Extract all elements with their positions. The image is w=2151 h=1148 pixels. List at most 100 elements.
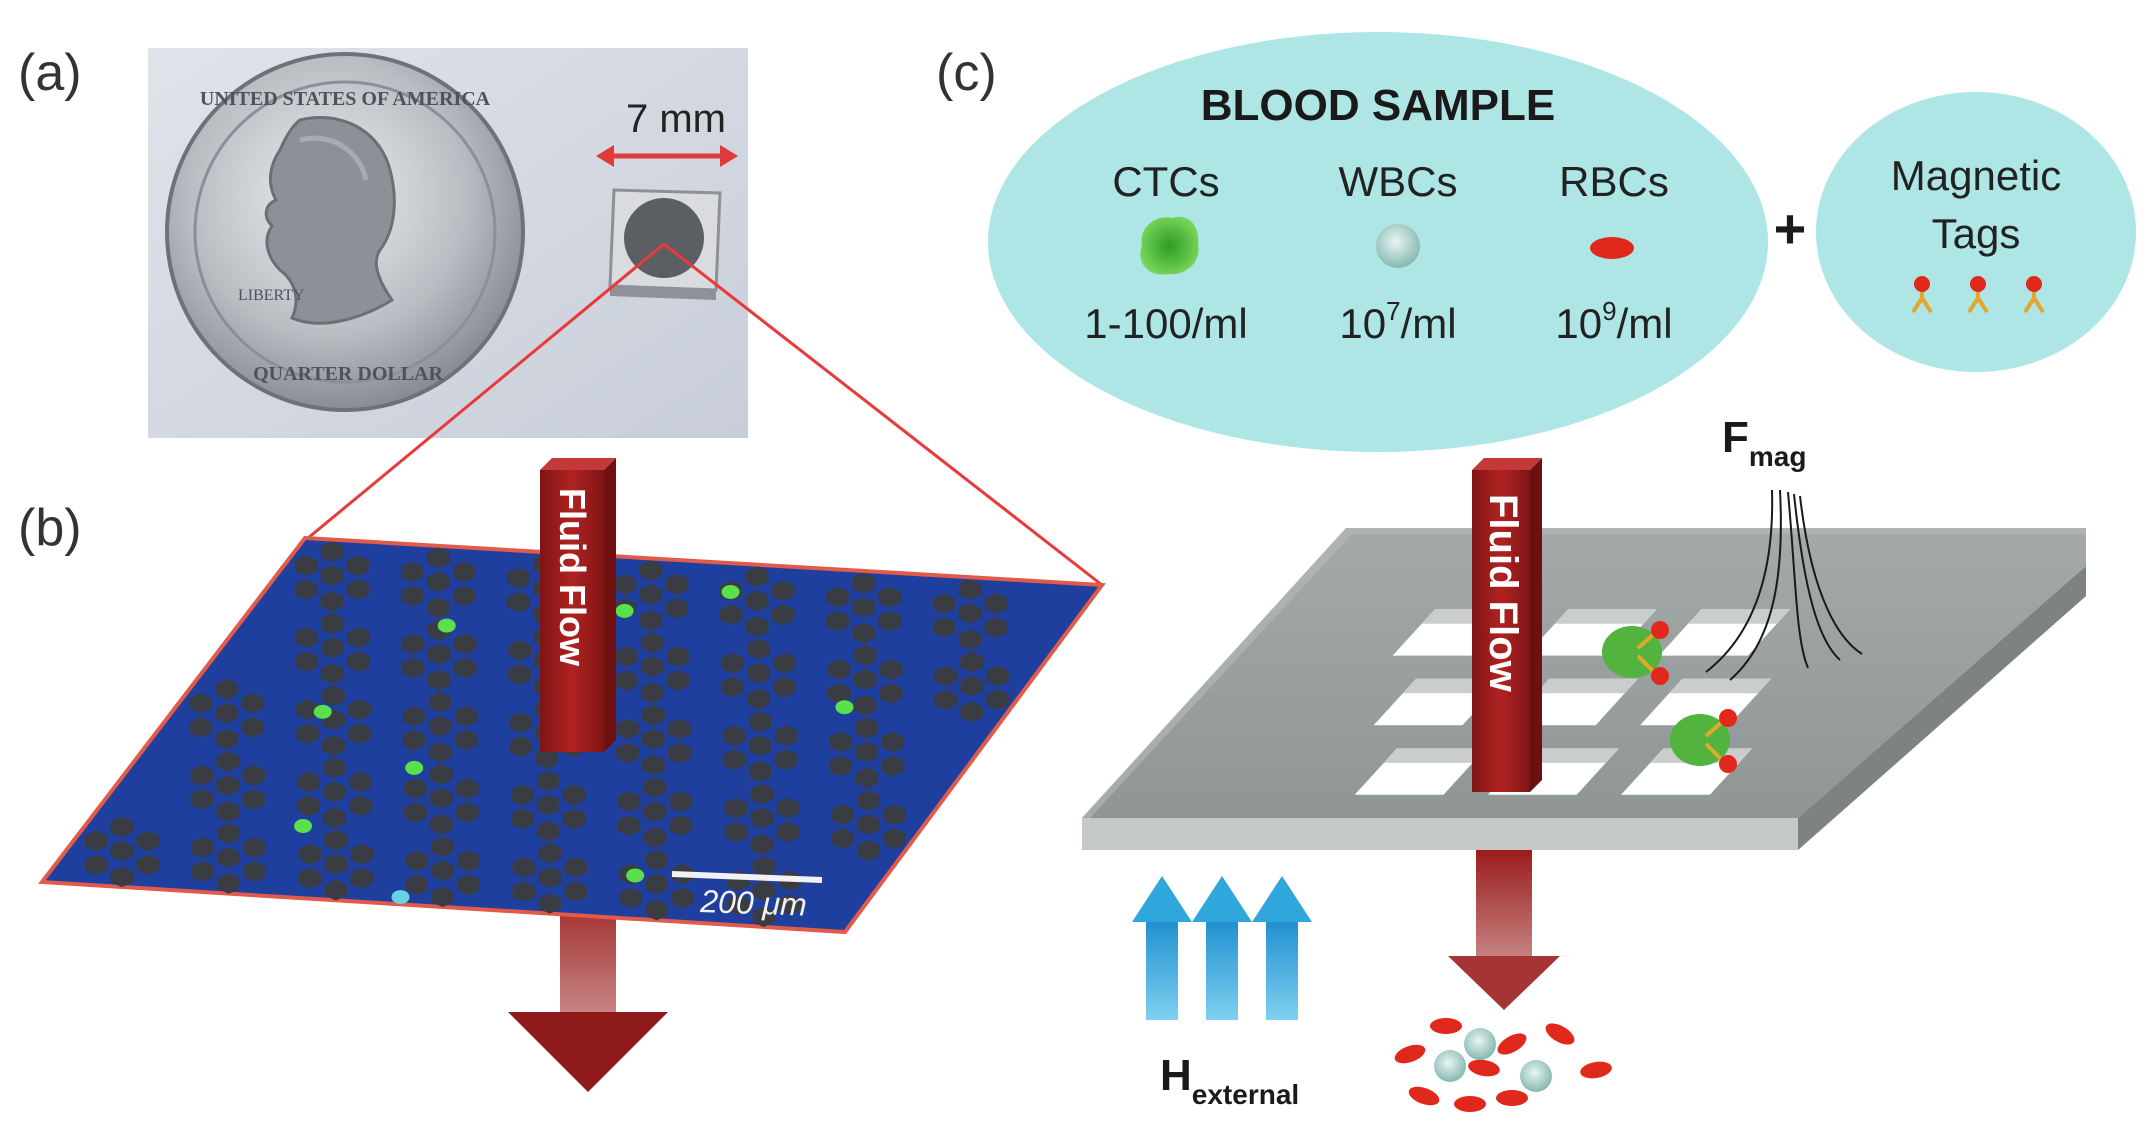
micro-hex bbox=[724, 797, 748, 819]
micro-hex bbox=[323, 757, 346, 779]
micro-hex bbox=[508, 664, 531, 685]
micro-hex bbox=[748, 735, 772, 756]
micro-hex bbox=[748, 761, 772, 782]
micro-hex bbox=[322, 735, 345, 757]
micro-hex bbox=[747, 662, 770, 684]
micro-hex bbox=[932, 617, 956, 638]
micro-hex bbox=[349, 771, 372, 793]
micro-hex bbox=[431, 860, 454, 882]
micro-hex bbox=[666, 646, 690, 668]
scale-7mm bbox=[596, 145, 738, 167]
micro-hex bbox=[84, 854, 108, 876]
micro-hex bbox=[960, 701, 983, 723]
micro-hex bbox=[456, 802, 479, 823]
micro-hex bbox=[774, 725, 798, 746]
micrograph-pattern bbox=[84, 541, 1009, 928]
micro-hex bbox=[776, 821, 800, 843]
micro-hex bbox=[857, 790, 880, 811]
micro-hex bbox=[456, 778, 479, 799]
cell-name-ctc: CTCs bbox=[1112, 158, 1219, 205]
cell-count-ctc: 1-100/ml bbox=[1084, 300, 1247, 347]
coin-photo: UNITED STATES OF AMERICA LIBERTY QUARTER… bbox=[148, 48, 748, 438]
micro-hex bbox=[136, 830, 160, 852]
micro-hex bbox=[640, 632, 664, 654]
magnetic-force-lines bbox=[1705, 489, 1863, 681]
micro-hex bbox=[136, 854, 160, 876]
flow-arrow-b: Fluid Flow bbox=[540, 458, 616, 752]
micro-hex bbox=[350, 843, 373, 865]
micro-hex bbox=[427, 643, 451, 665]
filtered-rbc bbox=[1468, 1059, 1500, 1077]
micro-hex bbox=[298, 843, 321, 865]
micro-hex bbox=[349, 795, 372, 817]
micro-hex bbox=[538, 867, 561, 888]
micro-hex bbox=[536, 770, 560, 792]
micro-hex bbox=[878, 610, 901, 632]
micro-hex bbox=[404, 778, 427, 799]
filtered-rbc bbox=[1430, 1018, 1462, 1034]
f-mag-label: Fmag bbox=[1722, 413, 1806, 472]
micro-hex bbox=[960, 675, 983, 697]
micro-hex bbox=[427, 547, 450, 569]
micro-hex bbox=[639, 610, 663, 631]
coin-text-bottom: QUARTER DOLLAR bbox=[253, 363, 443, 385]
micro-hex bbox=[296, 699, 319, 721]
micro-hex bbox=[241, 716, 265, 738]
micro-hex bbox=[748, 711, 772, 732]
micro-hex bbox=[668, 718, 691, 740]
micro-hex bbox=[772, 604, 795, 626]
micro-hex bbox=[431, 836, 454, 858]
micro-hex bbox=[671, 887, 694, 909]
micro-hex bbox=[401, 657, 425, 679]
micro-hex bbox=[645, 849, 668, 871]
scale-label-7mm: 7 mm bbox=[626, 97, 726, 141]
micro-hex bbox=[645, 873, 668, 895]
cell-name-rbc: RBCs bbox=[1559, 158, 1669, 205]
micro-hex bbox=[512, 881, 535, 902]
filtered-rbc bbox=[1580, 1061, 1612, 1079]
micro-hex bbox=[643, 777, 667, 798]
micro-hex bbox=[750, 807, 774, 829]
micro-hex bbox=[350, 867, 373, 889]
micro-hex bbox=[320, 565, 344, 586]
micro-hex bbox=[879, 683, 903, 704]
micro-hex bbox=[535, 748, 559, 769]
pore-wall bbox=[1688, 609, 1791, 624]
micro-hex bbox=[294, 579, 318, 600]
micro-hex bbox=[404, 802, 427, 823]
micro-hex bbox=[190, 788, 213, 810]
micro-hex bbox=[536, 820, 560, 842]
micro-hex bbox=[617, 815, 641, 836]
micro-hex bbox=[855, 767, 879, 789]
micro-hex bbox=[324, 829, 347, 851]
micro-hex bbox=[613, 574, 637, 595]
plus-sign: + bbox=[1774, 197, 1807, 260]
micro-hex bbox=[724, 821, 748, 843]
micro-hex bbox=[721, 652, 744, 674]
micro-hex bbox=[855, 717, 879, 739]
micro-hex bbox=[829, 755, 853, 777]
micro-hex bbox=[829, 731, 853, 753]
micro-hex bbox=[243, 861, 266, 882]
micro-hex bbox=[878, 586, 901, 608]
micro-hex bbox=[453, 633, 477, 655]
micro-hex bbox=[747, 638, 770, 660]
filtered-rbc bbox=[1394, 1044, 1426, 1064]
micro-hex bbox=[110, 840, 134, 862]
micro-hex bbox=[297, 795, 320, 817]
blood-sample-title: BLOOD SAMPLE bbox=[1201, 81, 1555, 130]
micro-hex bbox=[110, 816, 134, 838]
scale-bar-label: 200 μm bbox=[699, 883, 808, 923]
field-arrow-shaft bbox=[1266, 920, 1298, 1020]
filter-device bbox=[1082, 528, 2086, 850]
micro-hex bbox=[853, 645, 877, 666]
pore-wall bbox=[1383, 748, 1486, 763]
micro-hex bbox=[831, 828, 854, 849]
magnetic-tags-line2: Tags bbox=[1932, 210, 2021, 257]
micro-hex bbox=[191, 837, 214, 858]
micro-hex bbox=[536, 794, 560, 816]
micro-hex bbox=[746, 590, 769, 612]
micro-hex bbox=[562, 784, 586, 806]
ctc-cell-icon bbox=[1140, 216, 1199, 275]
micro-hex bbox=[401, 633, 425, 655]
